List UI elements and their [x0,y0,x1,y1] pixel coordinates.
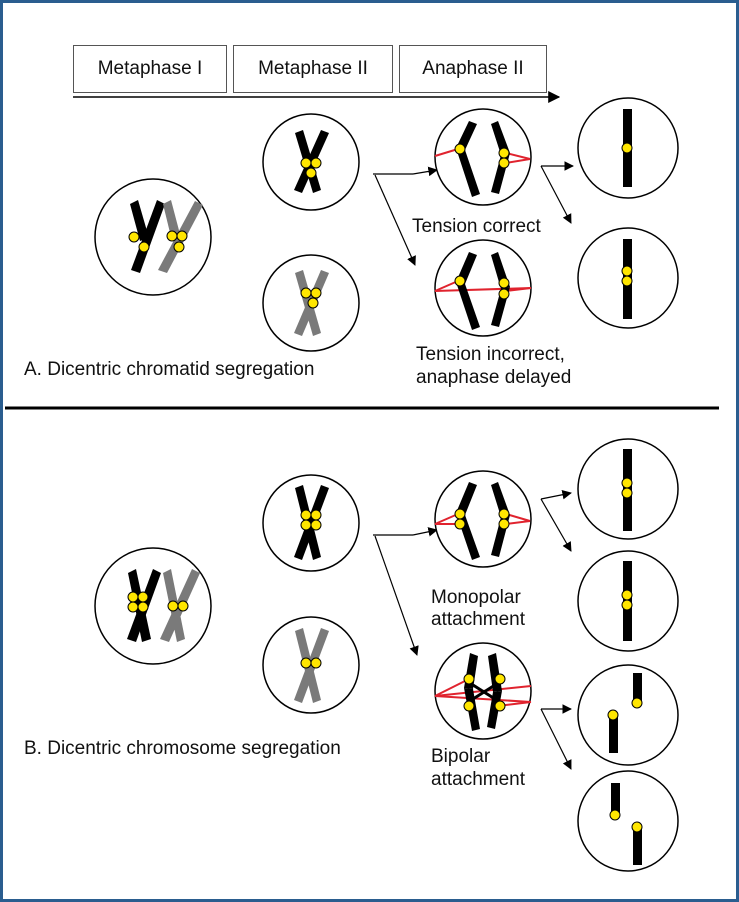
arrow-b-to-bipolar [375,536,417,655]
label-bipolar-2: attachment [431,768,525,791]
panel-a-title: A. Dicentric chromatid segregation [24,358,314,381]
arrow-a-to-incorrect [375,175,415,265]
arrow-b-bi-product-2 [541,709,571,769]
cell-b-bipolar [435,643,531,739]
cell-a-tension-incorrect [435,240,531,336]
cell-b-mono-product-1 [578,439,678,539]
arrow-a-product-2 [541,166,571,223]
cell-b-bi-product-1 [578,665,678,765]
panel-b-title: B. Dicentric chromosome segregation [24,737,341,760]
cell-b-mono-product-2 [578,551,678,651]
arrow-b-to-monopolar [413,530,437,535]
cell-b-bi-product-2 [578,771,678,871]
cell-b-monopolar [435,471,531,567]
label-tension-incorrect-1: Tension incorrect, [416,343,565,366]
label-tension-correct: Tension correct [412,215,541,238]
cell-b-metaphase2-black [263,475,359,571]
label-bipolar-1: Bipolar [431,745,490,768]
cell-a-metaphase2-black [263,114,359,210]
cell-a-product-dicentric [578,228,678,328]
cell-a-product-single [578,98,678,198]
cell-b-metaphase2-gray [263,617,359,713]
arrow-a-to-correct [413,170,437,174]
cell-a-metaphase1 [95,179,211,295]
diagram-canvas [3,3,736,899]
cell-a-tension-correct [435,109,531,205]
cell-a-metaphase2-gray [263,255,359,351]
label-tension-incorrect-2: anaphase delayed [416,366,571,389]
label-monopolar-2: attachment [431,608,525,631]
arrow-b-mono-product-2 [541,499,571,551]
cell-b-metaphase1 [95,548,211,664]
arrow-b-mono-product-1 [541,493,571,499]
label-monopolar-1: Monopolar [431,586,521,609]
